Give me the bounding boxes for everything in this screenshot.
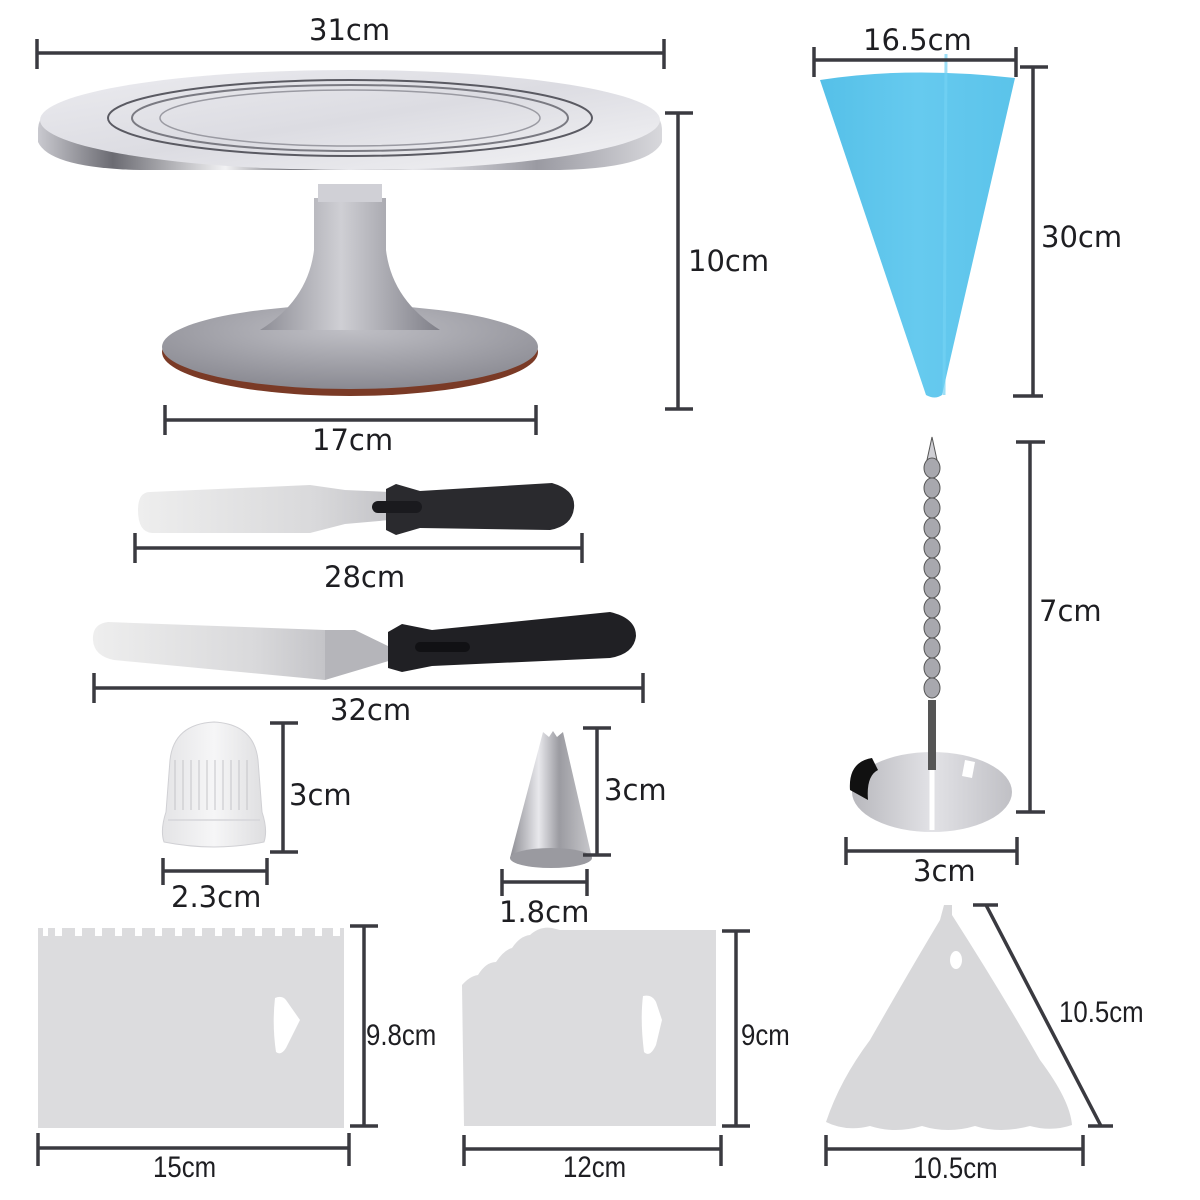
wavy-comb-width-label: 12cm bbox=[563, 1151, 627, 1184]
piping-bag-illustration bbox=[820, 53, 1015, 398]
triangle-comb-side-label: 10.5cm bbox=[1059, 996, 1144, 1029]
turntable-base-diameter-label: 17cm bbox=[312, 423, 394, 457]
piping-bag-width-label: 16.5cm bbox=[863, 23, 972, 57]
triangle-comb-illustration bbox=[826, 905, 1072, 1130]
piping-bag-length-label: 30cm bbox=[1041, 220, 1123, 254]
turntable-height-label: 10cm bbox=[688, 244, 770, 278]
rectangular-comb-width-label: 15cm bbox=[153, 1151, 217, 1184]
coupler-width-label: 2.3cm bbox=[171, 880, 262, 914]
flower-nail-illustration bbox=[849, 436, 1012, 832]
turntable-top-diameter-label: 31cm bbox=[309, 13, 391, 47]
triangle-comb-base-label: 10.5cm bbox=[913, 1152, 998, 1185]
turntable-illustration bbox=[38, 70, 662, 396]
coupler-illustration bbox=[161, 721, 267, 848]
flower-nail-width-label: 3cm bbox=[913, 854, 976, 888]
straight-spatula-illustration bbox=[138, 483, 575, 535]
rectangular-comb-height-label: 9.8cm bbox=[366, 1019, 437, 1052]
piping-tip-height-label: 3cm bbox=[604, 773, 667, 807]
rectangular-comb-illustration bbox=[38, 926, 344, 1128]
wavy-comb-illustration bbox=[462, 927, 716, 1126]
straight-spatula-length-label: 28cm bbox=[324, 560, 406, 594]
coupler-height-label: 3cm bbox=[289, 778, 352, 812]
piping-tip-illustration bbox=[510, 731, 592, 868]
wavy-comb-height-label: 9cm bbox=[741, 1019, 790, 1052]
piping-tip-width-label: 1.8cm bbox=[499, 895, 590, 929]
flower-nail-height-label: 7cm bbox=[1039, 594, 1102, 628]
dimension-lines bbox=[35, 39, 1113, 1166]
angled-spatula-illustration bbox=[92, 612, 636, 680]
angled-spatula-length-label: 32cm bbox=[330, 693, 412, 727]
